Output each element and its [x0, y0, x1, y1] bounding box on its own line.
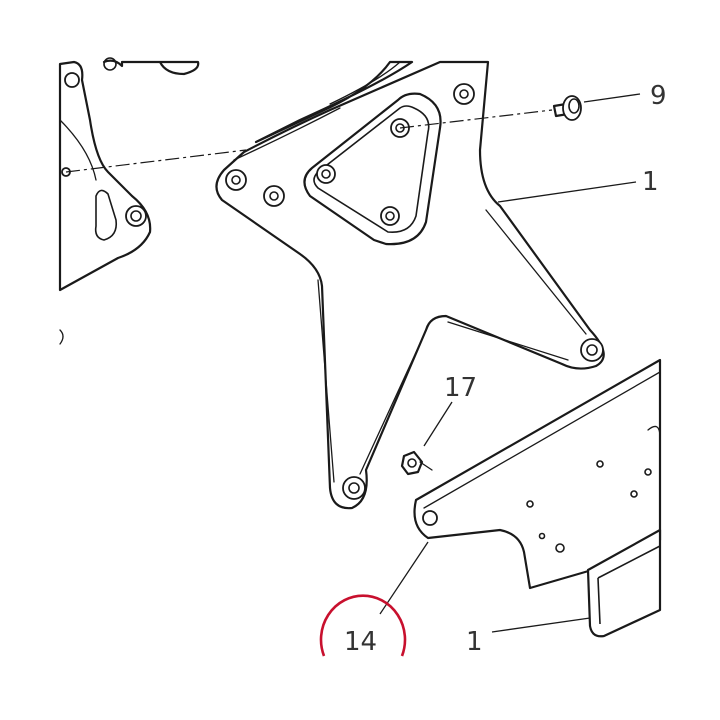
reflector-block — [586, 528, 662, 638]
bracket-hole-bottom — [342, 476, 366, 500]
frame-fragment-left — [58, 57, 414, 345]
leader-lines — [379, 93, 641, 633]
nut-left — [125, 205, 147, 227]
bracket-hole-top — [453, 83, 475, 105]
callout-14: 14 — [344, 627, 377, 657]
nut-part-17 — [400, 450, 433, 476]
lower-bracket-hole — [422, 510, 438, 526]
callout-17: 17 — [444, 373, 477, 403]
callout-1-bottom: 1 — [466, 627, 483, 657]
bracket-hole-left — [225, 169, 247, 191]
axis-lines — [65, 109, 553, 173]
bracket-main — [215, 60, 605, 510]
callout-1-top: 1 — [642, 167, 659, 197]
bracket-hole-mid — [263, 185, 285, 207]
screw-part-9 — [552, 95, 582, 121]
callout-9: 9 — [650, 81, 667, 111]
plate-hole-bottom — [380, 206, 400, 226]
bracket-hole-right — [580, 338, 604, 362]
bracket-lower-part-14 — [413, 358, 662, 590]
bolt-head-left — [64, 72, 80, 88]
plate-hole-left — [316, 164, 336, 184]
highlight-circle — [319, 594, 407, 657]
